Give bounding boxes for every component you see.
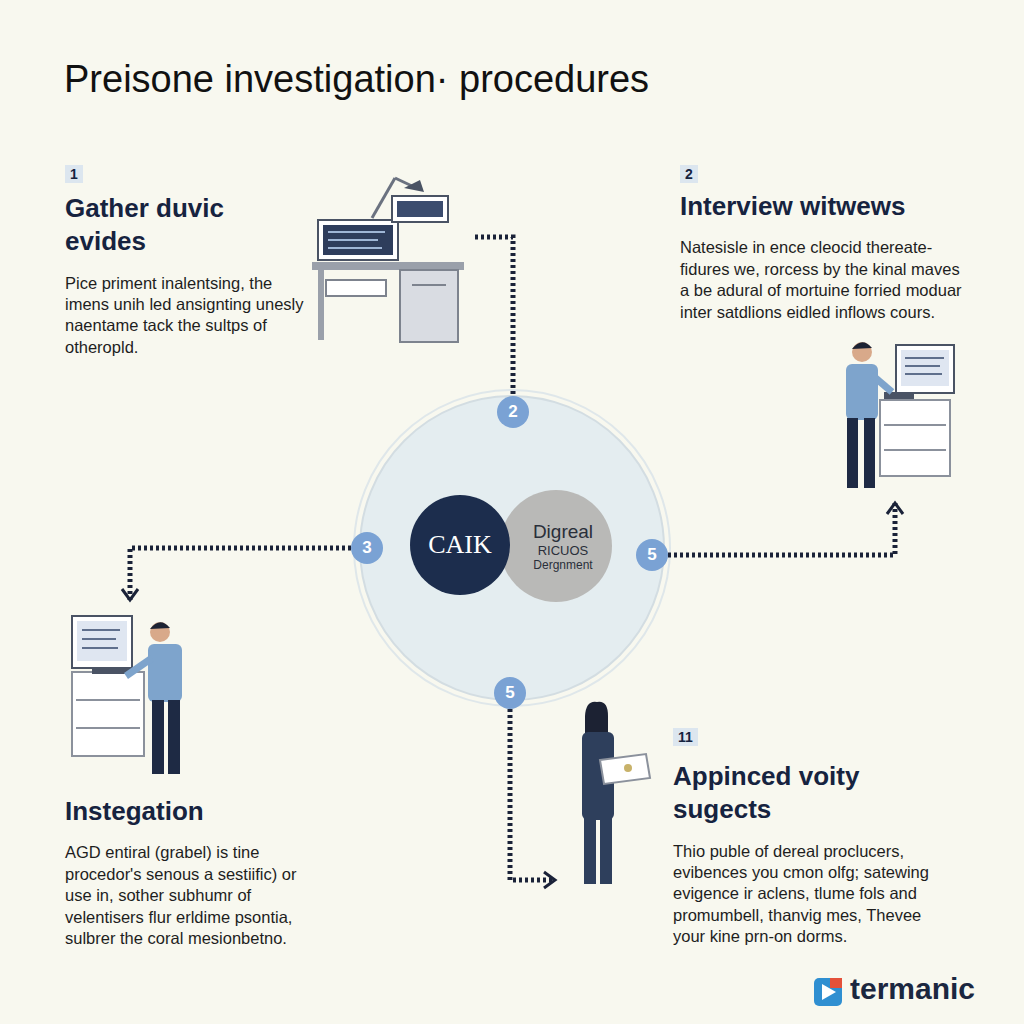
desk-illustration-part (312, 262, 464, 270)
node-text: 3 (362, 538, 371, 558)
center-disc (354, 390, 670, 706)
step-heading: Interview witwews (680, 190, 965, 223)
desk-illustration-part (404, 180, 424, 192)
step-badge: 5 (636, 539, 668, 571)
text-group: InstegationAGD entiral (grabel) is tine … (65, 795, 327, 949)
desk-illustration-part (412, 284, 446, 286)
text-group: Gather duvic evidesPice priment inalents… (65, 192, 310, 358)
worker-right-illustration-part (905, 373, 942, 375)
step-body: Pice priment inalentsing, the imens unih… (65, 273, 310, 359)
desk-illustration-part (400, 270, 458, 342)
node-text: CAIK (428, 530, 492, 560)
worker-left-illustration-part (168, 700, 180, 774)
worker-left-illustration-part (148, 644, 182, 702)
worker-right-illustration-part (896, 345, 954, 393)
step-heading: Appinced voity sugects (673, 760, 955, 827)
dashed-connector (668, 503, 895, 555)
step-badge: 5 (494, 677, 526, 709)
worker-right-illustration (846, 342, 954, 488)
step-body: AGD entiral (grabel) is tine procedor's … (65, 842, 327, 949)
desk-illustration-part (328, 231, 385, 233)
desk-illustration-part (328, 247, 382, 249)
desk-illustration-part (328, 239, 378, 241)
worker-left-illustration-part (82, 638, 116, 640)
worker-left-illustration (72, 616, 182, 774)
step-badge: 3 (351, 532, 383, 564)
step-badge: 2 (497, 396, 529, 428)
worker-right-illustration-part (852, 342, 872, 362)
logo-circle: DigrealRICUOSDergnment (500, 490, 612, 602)
center-disc-part (360, 396, 664, 700)
step-body: Natesisle in ence cleocid thereate- fidu… (680, 237, 965, 323)
center-disc-part (354, 390, 670, 706)
reader-illustration-part (624, 764, 632, 772)
worker-left-illustration-part (77, 621, 127, 661)
text-group: Interview witwewsNatesisle in ence cleoc… (680, 190, 965, 323)
callout-number: 1 (65, 165, 83, 183)
node-text: Dergnment (533, 558, 592, 572)
logo-circle: CAIK (410, 495, 510, 595)
desk-illustration-part (323, 225, 393, 255)
desk-illustration-part (318, 220, 398, 260)
reader-illustration-part (600, 754, 650, 784)
worker-right-illustration-part (846, 364, 878, 420)
worker-right-illustration-part (847, 418, 858, 488)
footer-logo-part (814, 978, 842, 1006)
node-text: 2 (508, 402, 517, 422)
reader-illustration-part (584, 818, 596, 884)
worker-left-illustration-part (76, 699, 140, 701)
worker-right-illustration-part (864, 418, 875, 488)
worker-left-illustration-part (82, 629, 120, 631)
desk-illustration-part (318, 270, 324, 340)
step-heading: Gather duvic evides (65, 192, 310, 259)
worker-right-illustration-part (905, 357, 944, 359)
footer-logo (814, 978, 842, 1006)
step-section: Interview witwewsNatesisle in ence cleoc… (668, 158, 968, 503)
worker-left-illustration-part (72, 616, 132, 668)
step-heading: Instegation (65, 795, 327, 828)
callout-number: 2 (680, 165, 698, 183)
step-section: InstegationAGD entiral (grabel) is tine … (55, 600, 330, 957)
worker-right-illustration-part (872, 375, 892, 392)
dashed-connector (130, 548, 351, 600)
worker-left-illustration-part (150, 622, 170, 642)
desk-illustration-part (372, 178, 395, 218)
worker-left-illustration-part (126, 658, 152, 676)
desk-illustration-part (392, 196, 448, 222)
desk-illustration-part (326, 280, 386, 296)
worker-right-illustration-part (905, 365, 940, 367)
node-text: RICUOS (538, 543, 589, 558)
footer-logo-part (830, 978, 842, 988)
worker-right-illustration-part (880, 400, 950, 476)
worker-right-illustration-part (901, 350, 949, 386)
step-body: Thio puble of dereal proclucers, evibenc… (673, 841, 955, 948)
dashed-connector (475, 237, 513, 396)
step-section: Gather duvic evidesPice priment inalents… (55, 155, 475, 366)
dashed-connector (510, 709, 555, 880)
node-text: 5 (505, 683, 514, 703)
brand-name: termanic (850, 972, 975, 1006)
worker-left-illustration-part (72, 672, 144, 756)
worker-right-illustration-part (852, 342, 872, 349)
worker-right-illustration-part (884, 424, 946, 426)
text-group: Appinced voity sugectsThio puble of dere… (673, 760, 955, 948)
worker-left-illustration-part (150, 622, 170, 629)
reader-illustration (582, 702, 650, 884)
node-text: Digreal (533, 521, 593, 543)
step-section: Appinced voity sugectsThio puble of dere… (555, 690, 960, 956)
worker-left-illustration-part (152, 700, 164, 774)
worker-right-illustration-part (884, 449, 946, 451)
title: Preisone investigation· procedures (64, 58, 649, 101)
desk-illustration-part (395, 178, 412, 186)
callout-number: 11 (673, 728, 698, 746)
desk-illustration-part (397, 201, 443, 217)
desk-illustration (312, 178, 464, 342)
reader-illustration-part (600, 818, 612, 884)
worker-left-illustration-part (82, 647, 118, 649)
node-text: 5 (647, 545, 656, 565)
worker-left-illustration-part (76, 727, 140, 729)
